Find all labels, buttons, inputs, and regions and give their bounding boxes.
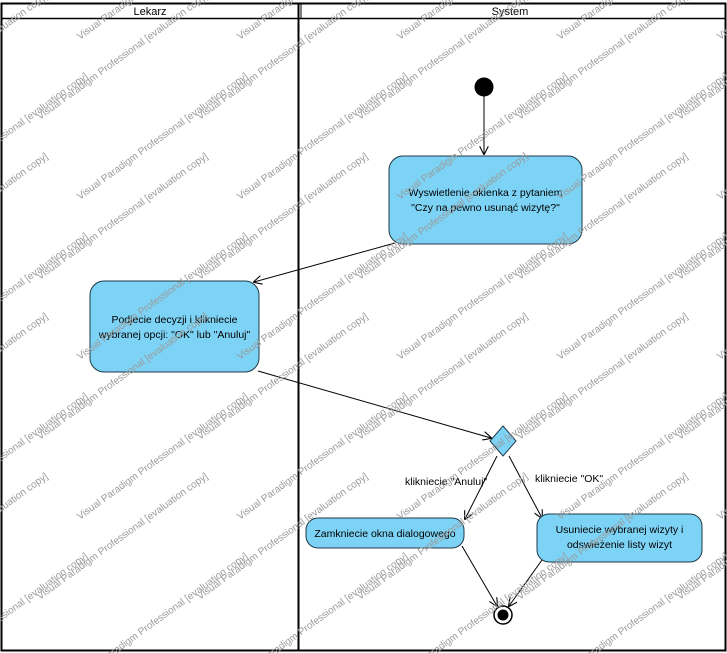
flow-decision-action-to-decision [257, 370, 491, 438]
watermark-text: Visual Paradigm Professional [evaluation… [395, 551, 570, 653]
decision-node [489, 425, 517, 457]
watermark-text: Visual Paradigm Professional [evaluation… [235, 551, 410, 653]
activity-decision-action-box [89, 280, 260, 373]
flow-dialog-to-decision-action [254, 242, 396, 282]
activity-remove-visit: Usuniecie wybranej wizyty i odswieżenie … [536, 513, 703, 563]
lane-title-system: System [492, 6, 529, 18]
activity-show-dialog-box [388, 155, 583, 245]
flow-close-to-end [461, 545, 497, 606]
activity-show-dialog: Wyswietlenie okienka z pytaniem "Czy na … [388, 155, 583, 245]
flow-remove-to-end [509, 559, 543, 606]
activity-decision-action: Podjecie decyzji i klikniecie wybranej o… [89, 280, 260, 373]
activity-remove-visit-line1: Usuniecie wybranej wizyty i [556, 524, 684, 536]
activity-close-dialog-box [305, 517, 465, 549]
watermark-text: Visual Paradigm Professional [evaluation… [555, 551, 727, 653]
activity-show-dialog-line2: "Czy na pewno usunąć wizytę?" [411, 202, 560, 214]
final-node [493, 605, 513, 625]
guard-ok-label: klikniecie "OK" [535, 473, 603, 485]
activity-close-dialog-line1: Zamkniecie okna dialogowego [314, 528, 455, 540]
lane-title-lekarz: Lekarz [133, 6, 166, 18]
activity-decision-action-line1: Podjecie decyzji i klikniecie [111, 314, 237, 326]
watermark-text: Visual Paradigm Professional [evaluation… [0, 551, 90, 653]
activity-show-dialog-line1: Wyswietlenie okienka z pytaniem [409, 187, 563, 199]
final-node-core [497, 609, 509, 621]
guard-cancel-label: klikniecie "Anuluj" [405, 476, 487, 488]
activity-decision-action-line2: wybranej opcji: "OK" lub "Anuluj" [98, 329, 251, 341]
activity-remove-visit-line2: odswieżenie listy wizyt [567, 539, 672, 551]
flow-decision-ok [508, 455, 542, 518]
edges [254, 96, 542, 606]
initial-node [474, 77, 494, 97]
activity-remove-visit-box [536, 513, 703, 563]
flow-decision-cancel [465, 455, 498, 519]
watermark-text: Visual Paradigm Professional [evaluation… [75, 551, 250, 653]
activity-close-dialog: Zamkniecie okna dialogowego [305, 517, 465, 549]
